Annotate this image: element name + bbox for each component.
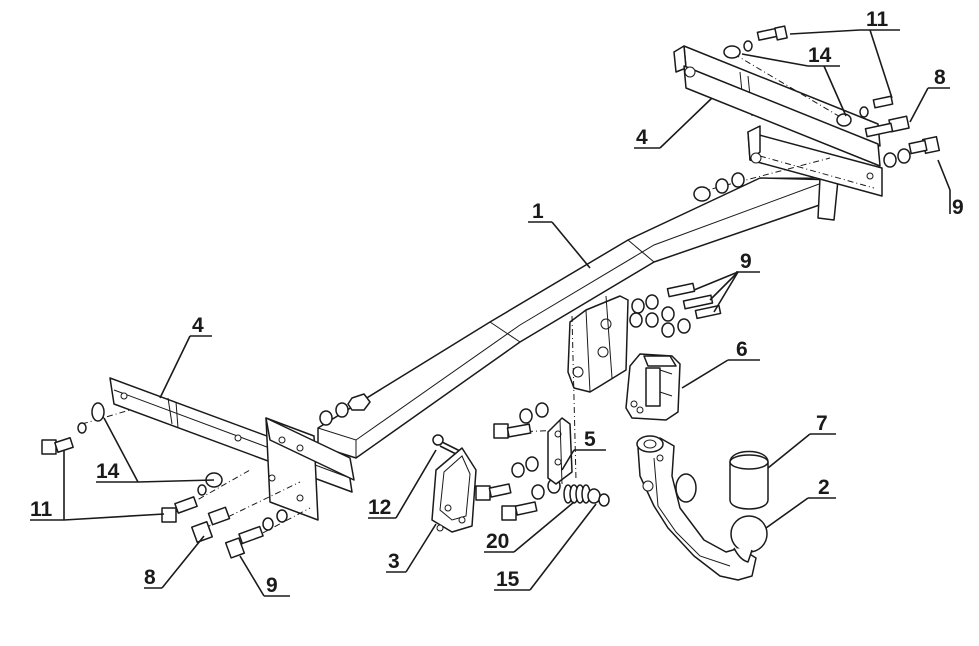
bolt-icon xyxy=(41,402,105,455)
spring-icon xyxy=(563,484,610,507)
label-part-9-middle: 9 xyxy=(740,250,752,273)
label-part-5: 5 xyxy=(584,428,596,451)
label-part-14-left: 14 xyxy=(96,460,120,483)
label-part-11-top: 11 xyxy=(866,8,889,31)
label-part-9-top: 9 xyxy=(952,196,964,219)
ball-clamp-housing xyxy=(625,353,681,421)
bolt-icon xyxy=(493,402,549,439)
label-part-12: 12 xyxy=(368,496,391,519)
label-part-9-left: 9 xyxy=(266,574,278,597)
bolt-icon xyxy=(190,506,231,544)
nut-icon xyxy=(693,172,745,202)
label-part-2: 2 xyxy=(818,476,830,499)
label-part-6: 6 xyxy=(736,338,748,361)
bolt-icon xyxy=(883,135,941,168)
side-bracket-left xyxy=(109,377,355,521)
label-part-11-left: 11 xyxy=(30,498,53,521)
label-part-20: 20 xyxy=(486,530,509,553)
bolt-icon xyxy=(629,282,722,338)
socket-plate xyxy=(431,447,477,533)
label-part-15: 15 xyxy=(496,568,520,591)
label-part-4-left: 4 xyxy=(192,314,204,337)
label-part-7: 7 xyxy=(816,412,828,435)
bolt-icon xyxy=(224,509,288,559)
ball-cap xyxy=(729,450,769,563)
nut-icon xyxy=(319,393,371,426)
label-part-3: 3 xyxy=(388,550,400,573)
leader-lines xyxy=(30,29,951,597)
bolt-icon xyxy=(501,478,561,521)
ball-hook-arm xyxy=(636,435,757,581)
label-part-8-left: 8 xyxy=(144,566,156,589)
fastener-set xyxy=(41,25,941,559)
beam-mounting-bracket xyxy=(567,295,629,393)
bolt-icon xyxy=(475,456,539,501)
label-part-1: 1 xyxy=(532,200,544,223)
part-labels: 11 14 8 4 9 1 9 6 7 2 4 5 14 12 11 20 3 … xyxy=(30,8,964,597)
label-part-14-top: 14 xyxy=(808,44,832,67)
bolt-icon xyxy=(723,25,788,59)
label-part-4-right: 4 xyxy=(636,126,648,149)
label-part-8-right: 8 xyxy=(934,66,946,89)
socket-bracket xyxy=(547,417,573,485)
bolt-icon xyxy=(836,95,910,138)
side-bracket-right xyxy=(673,45,883,197)
